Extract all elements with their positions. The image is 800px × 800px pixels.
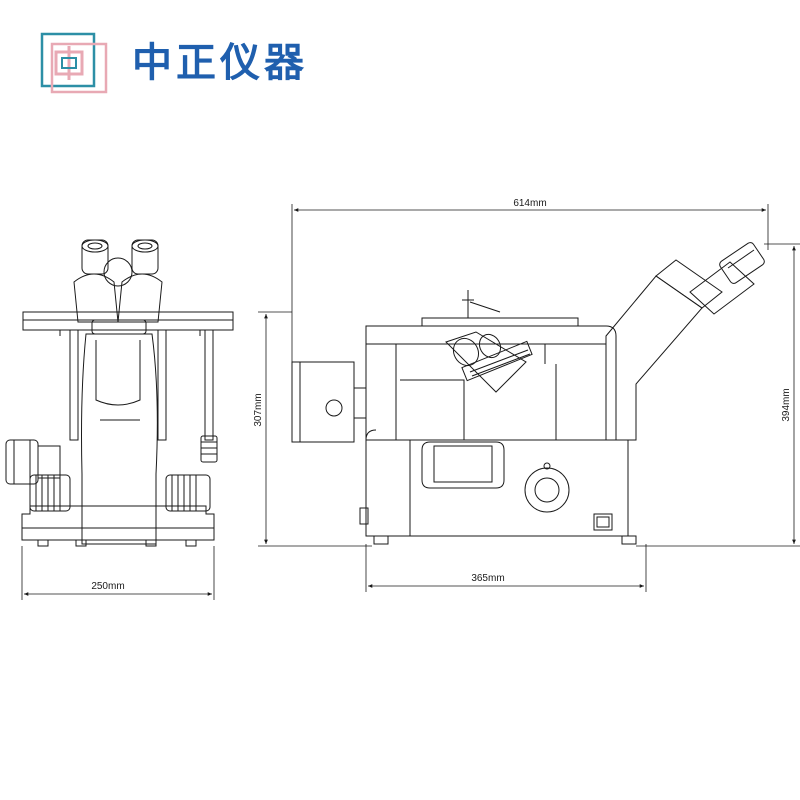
zhongzheng-logo-icon xyxy=(40,32,108,94)
side-base-height-dimension xyxy=(258,311,372,547)
side-view xyxy=(291,242,765,545)
side-base-width-label: 365mm xyxy=(471,573,504,584)
brand-header: 中正仪器 xyxy=(40,32,308,94)
side-overall-height-dimension xyxy=(636,243,800,547)
side-overall-width-label: 614mm xyxy=(513,198,546,209)
front-width-dimension xyxy=(21,546,215,600)
front-view xyxy=(5,239,234,547)
side-base-height-label: 307mm xyxy=(253,393,264,426)
side-overall-width-dimension xyxy=(291,204,769,362)
side-base-width-dimension xyxy=(365,544,647,592)
brand-name: 中正仪器 xyxy=(132,40,308,86)
side-overall-height-label: 394mm xyxy=(781,388,792,421)
front-width-label: 250mm xyxy=(91,581,124,592)
